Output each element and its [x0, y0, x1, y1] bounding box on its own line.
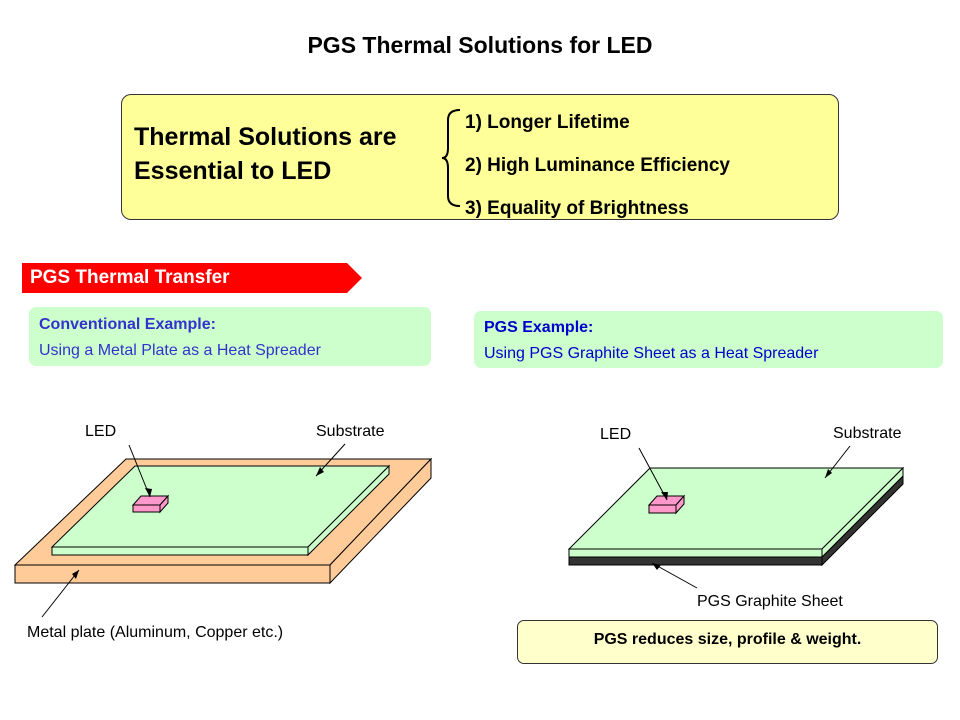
pgs-substrate-front [568, 548, 823, 558]
conventional-diagram [13, 443, 433, 618]
graphite-sheet-label: PGS Graphite Sheet [697, 593, 843, 610]
pgs-led-label: LED [600, 426, 632, 443]
pgs-substrate-side [821, 466, 904, 559]
metal-plate-label: Metal plate (Aluminum, Copper etc.) [27, 624, 284, 641]
substrate-front [51, 546, 309, 556]
pgs-substrate-top [567, 467, 905, 550]
main-heading-line1: Thermal Solutions are [134, 123, 397, 151]
banner-label: PGS Thermal Transfer [30, 267, 230, 288]
conventional-example-text: Conventional Example: Using a Metal Plat… [39, 312, 321, 364]
main-heading-line2: Essential to LED [134, 157, 332, 185]
page-title: PGS Thermal Solutions for LED [307, 32, 653, 58]
metal-plate-front [14, 564, 331, 584]
pgs-led-chip-side [675, 494, 685, 515]
pgs-substrate-label: Substrate [833, 425, 902, 442]
conventional-example-box [29, 307, 431, 366]
pgs-led-chip-front [648, 504, 677, 514]
benefit-efficiency: 2) High Luminance Efficiency [465, 155, 730, 176]
thermal-solutions-box [121, 94, 839, 220]
conventional-substrate-label: Substrate [316, 423, 385, 440]
pgs-diagram [567, 445, 905, 589]
led-chip-side [159, 494, 169, 514]
substrate-side [307, 464, 390, 557]
conventional-subtitle: Using a Metal Plate as a Heat Spreader [39, 342, 321, 359]
summary-box [517, 620, 938, 664]
pgs-title: PGS Example: [484, 319, 594, 336]
benefit-brightness: 3) Equality of Brightness [465, 198, 689, 219]
graphite-sheet-front [568, 556, 823, 566]
conventional-led-label: LED [85, 423, 117, 440]
summary-text: PGS reduces size, profile & weight. [593, 631, 862, 648]
conventional-title: Conventional Example: [39, 316, 216, 333]
brace-icon [441, 109, 461, 207]
benefit-lifetime: 1) Longer Lifetime [465, 112, 630, 133]
pgs-subtitle: Using PGS Graphite Sheet as a Heat Sprea… [484, 345, 819, 362]
pgs-example-text: PGS Example: Using PGS Graphite Sheet as… [484, 315, 818, 367]
banner-arrow [22, 263, 362, 293]
pgs-example-box [474, 311, 943, 368]
main-heading: Thermal Solutions are Essential to LED [134, 120, 397, 188]
led-chip-front [132, 504, 161, 513]
metal-plate-side [329, 457, 432, 585]
